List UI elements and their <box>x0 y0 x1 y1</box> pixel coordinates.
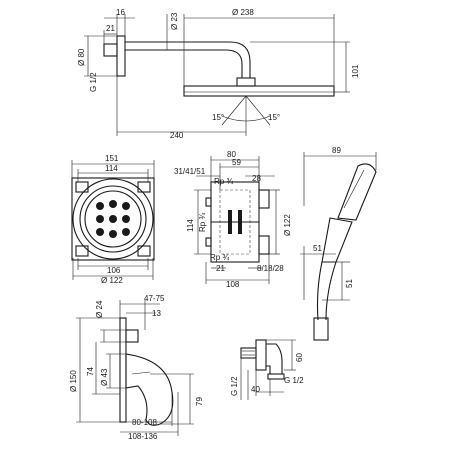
dim-mixer-4775: 47-75 <box>144 294 165 303</box>
dim-side-108: 108 <box>226 280 240 289</box>
dim-side-59: 59 <box>232 158 241 167</box>
hand-shower-view: 89 51 51 <box>300 146 377 341</box>
dim-hand-89: 89 <box>332 146 341 155</box>
mixer-view: 47-75 Ø 24 13 Ø 150 74 Ø 43 79 80-108 10… <box>69 294 204 441</box>
dim-box-151: 151 <box>105 154 119 163</box>
dim-arm-101: 101 <box>351 64 360 78</box>
dim-arm-21: 21 <box>106 24 115 33</box>
dim-elbow-40: 40 <box>251 385 260 394</box>
dim-arm-238: Ø 238 <box>232 8 254 17</box>
dim-mixer-79: 79 <box>195 397 204 406</box>
dim-side-21: 21 <box>216 264 225 273</box>
dim-side-80: 80 <box>227 150 236 159</box>
shower-arm-view: 16 21 Ø 80 G 1/2 Ø 23 Ø 238 101 15° 15° … <box>77 8 360 140</box>
dim-mixer-74: 74 <box>86 367 95 376</box>
dim-mixer-108136: 108-136 <box>128 432 158 441</box>
wall-outlet-view: 60 G 1/2 G 1/2 40 <box>230 339 304 400</box>
dim-angle-left: 15° <box>212 113 224 122</box>
dim-arm-23: Ø 23 <box>170 12 179 30</box>
dim-angle-right: 15° <box>268 113 280 122</box>
dim-side-114: 114 <box>186 219 195 232</box>
dim-side-314151: 31/41/51 <box>174 167 206 176</box>
box-side-view: 80 59 31/41/51 Rp ¾ 28 114 Rp ¾ Ø 122 Rp… <box>174 150 292 289</box>
dim-arm-80: Ø 80 <box>77 48 86 66</box>
dim-mixer-150: Ø 150 <box>69 370 78 392</box>
dim-side-81828: 8/18/28 <box>257 264 284 273</box>
dim-mixer-24: Ø 24 <box>95 300 104 318</box>
dim-side-rp34-top: Rp ¾ <box>214 177 233 186</box>
dim-mixer-13: 13 <box>152 309 161 318</box>
dim-elbow-g12-right: G 1/2 <box>284 376 304 385</box>
box-front-view: 151 114 106 Ø 122 <box>71 154 155 285</box>
dim-box-106: 106 <box>107 266 121 275</box>
dim-mixer-43: Ø 43 <box>100 368 109 386</box>
dim-side-rp34-mid: Rp ¾ <box>198 213 207 232</box>
dim-arm-240: 240 <box>170 131 184 140</box>
dim-arm-g12: G 1/2 <box>89 72 98 92</box>
dim-arm-16: 16 <box>116 8 125 17</box>
dim-box-114: 114 <box>105 164 118 173</box>
dim-side-122: Ø 122 <box>283 214 292 236</box>
dim-box-122: Ø 122 <box>101 276 123 285</box>
dim-side-28: 28 <box>252 174 261 183</box>
dim-hand-51-horizontal: 51 <box>313 244 322 253</box>
dim-mixer-80108: 80-108 <box>132 418 157 427</box>
dim-side-rp34-bottom: Rp ¾ <box>210 253 229 262</box>
dim-hand-51-vertical: 51 <box>345 279 354 288</box>
dim-elbow-60: 60 <box>295 353 304 362</box>
dim-elbow-g12-left: G 1/2 <box>230 376 239 396</box>
